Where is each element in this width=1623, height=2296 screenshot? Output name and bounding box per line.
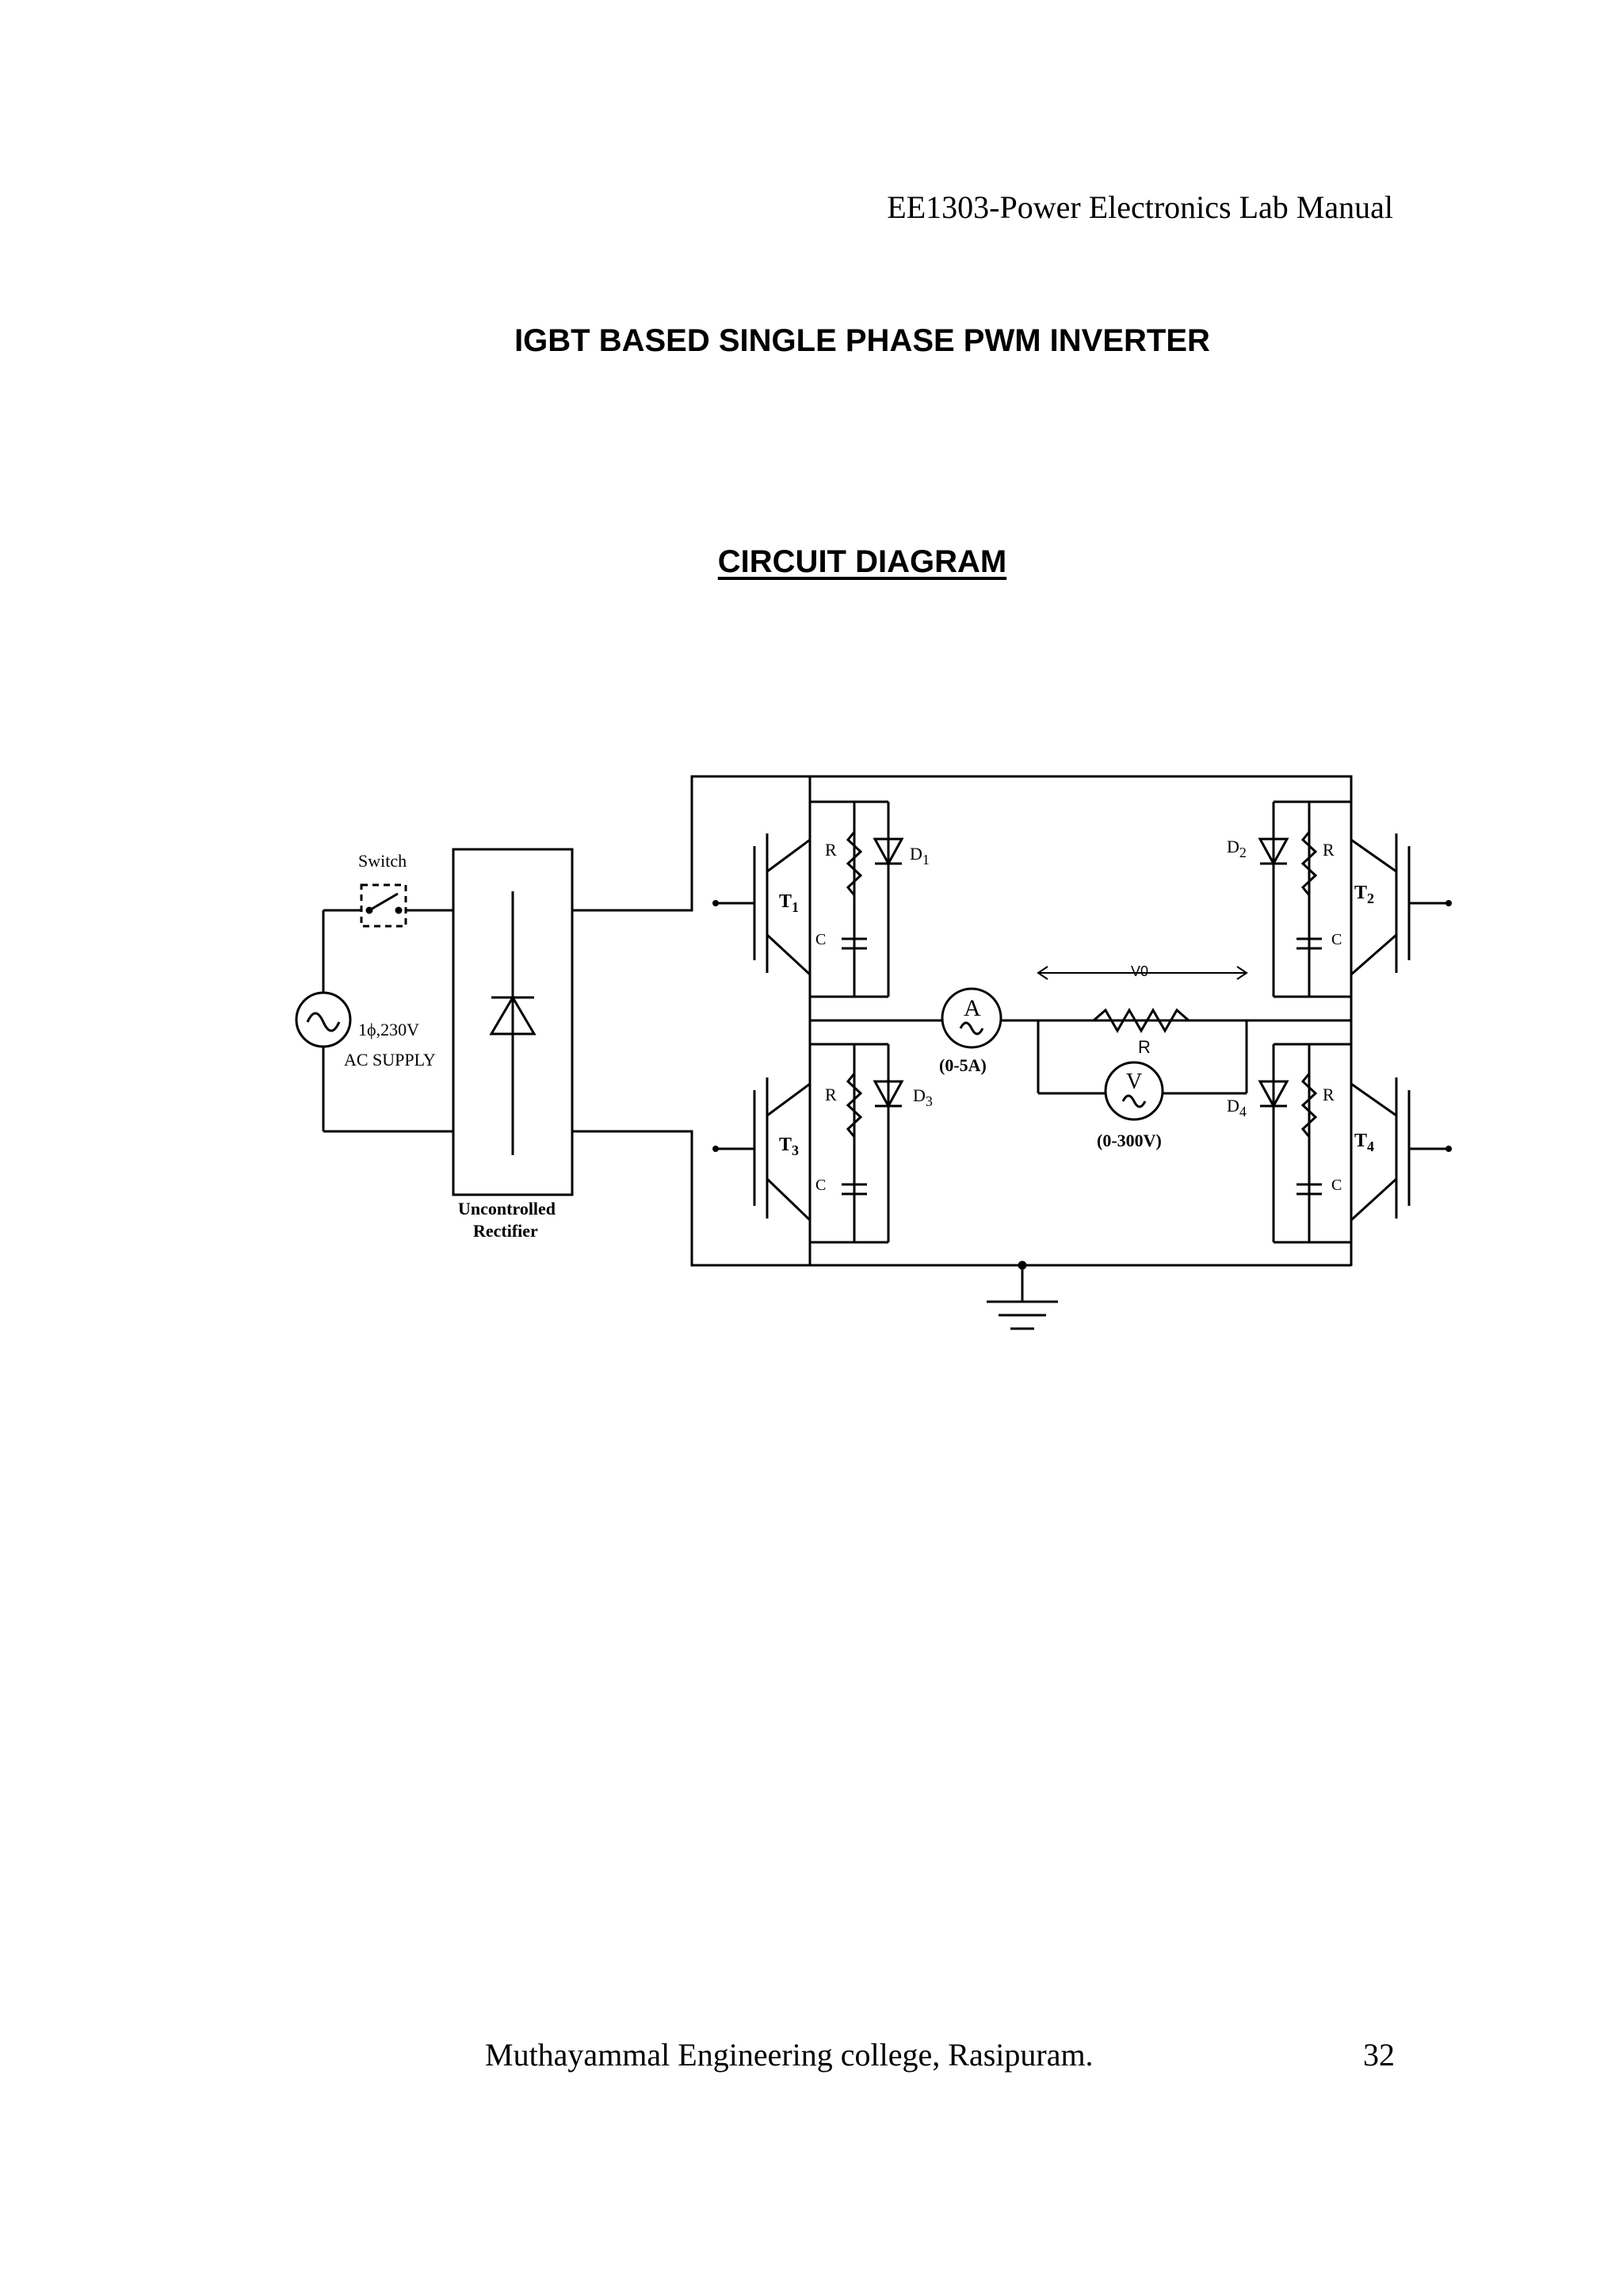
section-heading: CIRCUIT DIAGRAM — [717, 544, 1007, 579]
snubber-c-label-2: C — [1331, 931, 1342, 948]
ac-source — [295, 910, 352, 1131]
vo-arrow — [1037, 966, 1248, 980]
t4-label: T4 — [1354, 1131, 1374, 1154]
ammeter — [941, 987, 1002, 1049]
switch-label: Switch — [358, 851, 407, 871]
page-number: 32 — [1363, 2037, 1395, 2073]
vo-label: V0 — [1131, 963, 1148, 979]
snubber-r-label-4: R — [1323, 1085, 1335, 1104]
snubber-c-label-1: C — [815, 931, 826, 948]
snubber-c-label-4: C — [1331, 1177, 1342, 1194]
snubber-c-label-3: C — [815, 1177, 826, 1194]
voltmeter — [1104, 1061, 1164, 1121]
uncontrolled-rectifier — [452, 848, 574, 1196]
load-r-label: R — [1138, 1037, 1151, 1057]
ammeter-range: (0-5A) — [939, 1055, 987, 1075]
snubber-r-label-1: R — [825, 840, 837, 860]
t1-cell — [716, 800, 904, 998]
rectifier-label-line2: Rectifier — [473, 1221, 538, 1241]
switch — [323, 883, 453, 928]
t2-label: T2 — [1354, 883, 1374, 906]
supply-label-line2: AC SUPPLY — [344, 1050, 436, 1070]
supply-label-line1: 1ϕ,230V — [358, 1020, 419, 1039]
t3-label: T3 — [779, 1135, 799, 1158]
d2-label: D2 — [1227, 837, 1247, 860]
ground-symbol — [987, 1261, 1058, 1330]
t3-cell — [716, 1043, 904, 1244]
t1-label: T1 — [779, 891, 799, 915]
t4-cell — [1258, 1043, 1449, 1244]
t2-cell — [1258, 800, 1449, 998]
manual-header: EE1303-Power Electronics Lab Manual — [887, 189, 1393, 225]
rectifier-label-line1: Uncontrolled — [458, 1199, 556, 1219]
footer-college: Muthayammal Engineering college, Rasipur… — [485, 2037, 1094, 2073]
voltmeter-range: (0-300V) — [1097, 1131, 1162, 1150]
d1-label: D1 — [910, 844, 930, 868]
ammeter-symbol: A — [964, 995, 981, 1021]
snubber-r-label-2: R — [1323, 840, 1335, 860]
voltmeter-symbol: V — [1126, 1070, 1142, 1094]
d3-label: D3 — [913, 1085, 933, 1109]
page-title: IGBT BASED SINGLE PHASE PWM INVERTER — [514, 323, 1210, 358]
load-resistor — [1093, 1007, 1190, 1034]
d4-label: D4 — [1227, 1096, 1247, 1119]
snubber-r-label-3: R — [825, 1085, 837, 1104]
